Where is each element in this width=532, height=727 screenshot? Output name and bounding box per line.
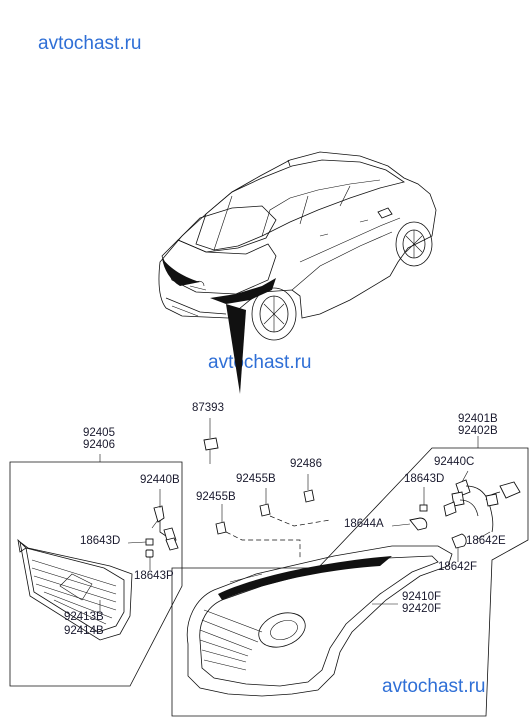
socket-92440c	[443, 470, 521, 533]
label-92486: 92486	[290, 458, 322, 470]
socket-92440b	[151, 505, 179, 551]
label-18643d-left: 18643D	[80, 535, 121, 547]
label-92410f: 92410F	[402, 591, 442, 603]
bulb-18643d-left	[145, 538, 154, 546]
label-92440c: 92440C	[434, 456, 475, 468]
clip-87393	[203, 418, 219, 464]
label-18643p: 18643P	[134, 570, 174, 582]
label-92405: 92405	[83, 427, 115, 439]
car-illustration	[158, 151, 437, 394]
label-18642f: 18642F	[438, 561, 478, 573]
label-92455b-right: 92455B	[236, 473, 276, 485]
label-92440b: 92440B	[140, 474, 180, 486]
label-92406: 92406	[83, 439, 115, 451]
label-18643d-right: 18643D	[404, 473, 445, 485]
bulb-18642f	[451, 533, 467, 562]
left-assembly-box	[9, 461, 183, 687]
label-87393: 87393	[192, 402, 224, 414]
label-18642e: 18642E	[466, 535, 506, 547]
inner-lamp-housing	[17, 538, 133, 641]
bulb-18644a	[391, 517, 428, 531]
outer-lamp-housing	[186, 545, 453, 697]
label-92402b: 92402B	[458, 425, 498, 437]
bulb-18643d-right	[419, 504, 428, 512]
label-92420f: 92420F	[402, 603, 442, 615]
label-92414b: 92414B	[64, 625, 104, 637]
watermark-top: avtochast.ru	[38, 33, 142, 54]
clip-92486	[303, 474, 315, 503]
nut-92455b-left	[215, 504, 227, 535]
label-92413b: 92413B	[64, 611, 104, 623]
watermark-bottom: avtochast.ru	[382, 676, 486, 697]
bulb-18643p	[145, 549, 154, 558]
label-92455b-left: 92455B	[196, 491, 236, 503]
label-18644a: 18644A	[344, 518, 384, 530]
watermark-middle: avtochast.ru	[208, 352, 312, 373]
right-assembly-box	[171, 447, 529, 717]
label-92401b: 92401B	[458, 413, 498, 425]
nut-92455b-right	[259, 488, 271, 517]
